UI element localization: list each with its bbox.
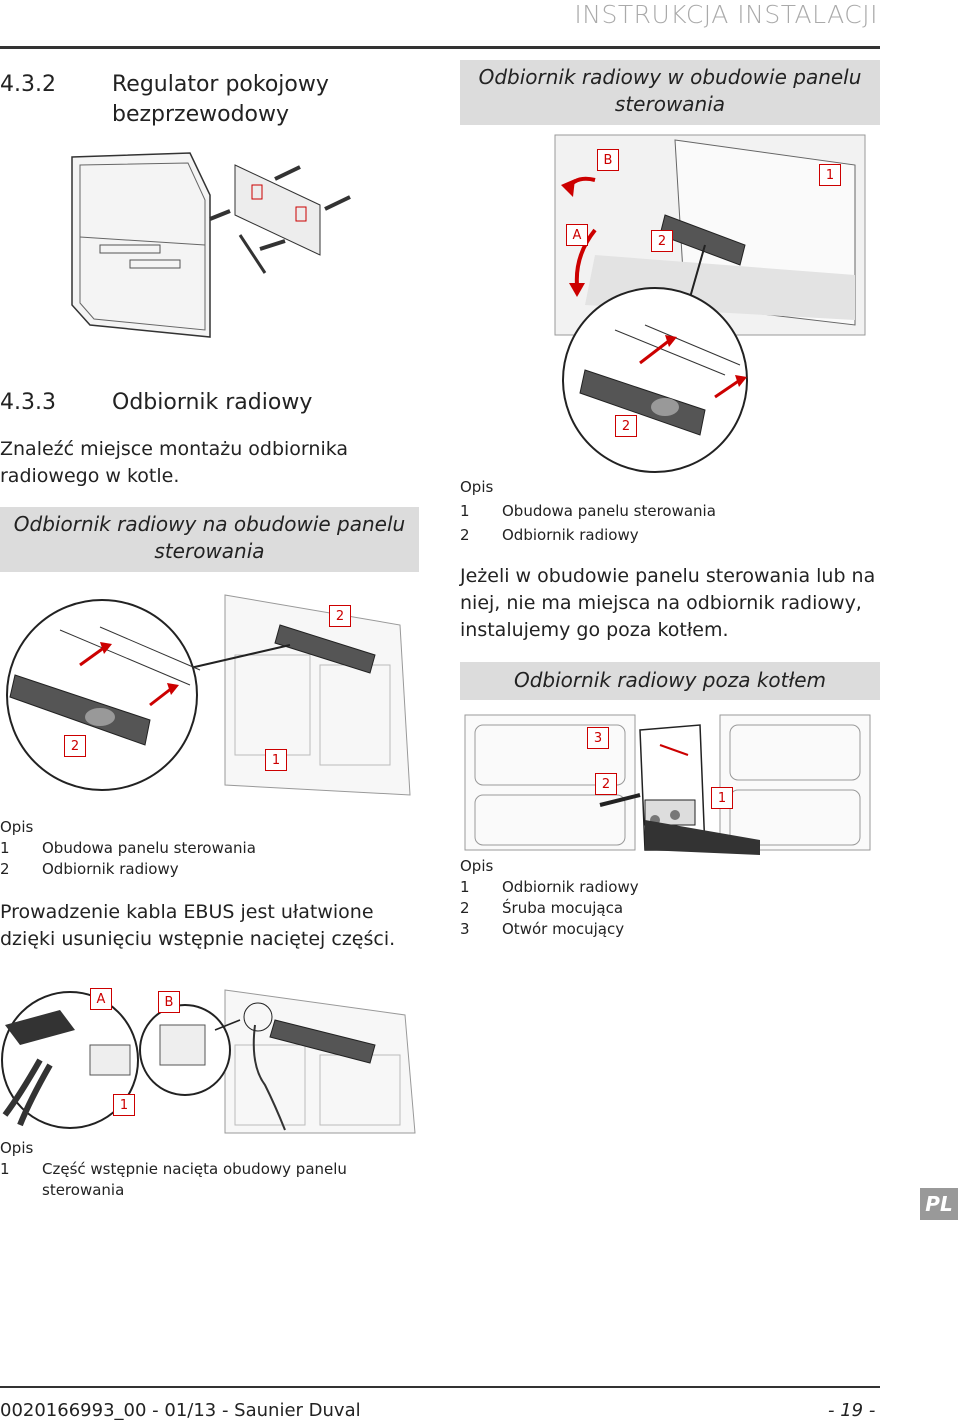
legend-fig1-item-number: 2	[460, 526, 470, 544]
ebus-text-line1: Prowadzenie kabla EBUS jest ułatwione	[0, 901, 374, 923]
note-outside-boiler: Jeżeli w obudowie panelu sterowania lub …	[460, 563, 900, 644]
ebus-text: Prowadzenie kabla EBUS jest ułatwione dz…	[0, 899, 440, 953]
legend-fig1-item-text: Obudowa panelu sterowania	[502, 502, 716, 520]
callout-fig2-1: 1	[265, 749, 287, 771]
thermostat-illustration	[71, 152, 351, 338]
legend-fig1-title: Opis	[460, 478, 494, 496]
legend-fig2-title: Opis	[0, 818, 34, 836]
legend-fig1-item: 2 Odbiornik radiowy	[460, 525, 900, 546]
legend-fig4-title: Opis	[0, 1139, 34, 1157]
note-line2: niej, nie ma miejsca na odbiornik radiow…	[460, 592, 862, 614]
legend-fig2: Opis 1 Obudowa panelu sterowania 2 Odbiorn…	[0, 817, 420, 880]
figure-ebus-cutout	[1, 989, 416, 1134]
header-rule	[0, 46, 880, 49]
note-line1: Jeżeli w obudowie panelu sterowania lub …	[460, 565, 876, 587]
legend-fig3-item: 1 Odbiornik radiowy	[460, 877, 900, 898]
legend-fig4-item: 1 Część wstępnie nacięta obudowy panelu …	[0, 1159, 420, 1201]
box-receiver-in-panel-line2: sterowania	[614, 92, 726, 116]
legend-fig4-item-line2: sterowania	[42, 1181, 125, 1199]
callout-fig2-2: 2	[329, 605, 351, 627]
intro-text-line2: radiowego w kotle.	[0, 465, 180, 487]
section-432-title-line2: bezprzewodowy	[112, 102, 290, 127]
figure-receiver-outside	[464, 714, 871, 855]
legend-fig3-item-number: 1	[460, 878, 470, 896]
callout-fig3-3: 3	[587, 727, 609, 749]
legend-fig2-item-number: 1	[0, 839, 10, 857]
box-receiver-in-panel: Odbiornik radiowy w obudowie panelu ster…	[460, 60, 880, 125]
section-433-title: Odbiornik radiowy	[112, 390, 313, 415]
language-badge: PL	[920, 1188, 958, 1220]
legend-fig4-item-line1: Część wstępnie nacięta obudowy panelu	[42, 1160, 347, 1178]
note-line3: instalujemy go poza kotłem.	[460, 619, 729, 641]
page-header-title: INSTRUKCJA INSTALACJI	[574, 0, 878, 29]
section-432-number: 4.3.2	[0, 72, 56, 97]
legend-fig3-item-text: Odbiornik radiowy	[502, 878, 639, 896]
legend-fig1-item: 1 Obudowa panelu sterowania	[460, 501, 900, 522]
legend-fig1-item-text: Odbiornik radiowy	[502, 526, 639, 544]
legend-fig4: Opis 1 Część wstępnie nacięta obudowy pa…	[0, 1138, 420, 1201]
figure-receiver-in-panel	[554, 134, 866, 473]
footer-page-number: - 19 -	[828, 1400, 876, 1421]
legend-fig2-item-text: Odbiornik radiowy	[42, 860, 179, 878]
legend-fig2-item: 1 Obudowa panelu sterowania	[0, 838, 420, 859]
callout-fig2-zoom-2: 2	[64, 735, 86, 757]
callout-fig1-2: 2	[651, 230, 673, 252]
legend-fig2-item: 2 Odbiornik radiowy	[0, 859, 420, 880]
legend-fig3-item-text: Śruba mocująca	[502, 899, 624, 917]
box-receiver-outside: Odbiornik radiowy poza kotłem	[460, 662, 880, 700]
legend-fig3-item: 3 Otwór mocujący	[460, 919, 900, 940]
legend-fig1: Opis 1 Obudowa panelu sterowania 2 Odbiorn…	[460, 477, 900, 546]
legend-fig2-item-text: Obudowa panelu sterowania	[42, 839, 256, 857]
section-433-number: 4.3.3	[0, 390, 56, 415]
callout-fig4-1: 1	[113, 1094, 135, 1116]
callout-fig3-2: 2	[595, 773, 617, 795]
callout-fig4-A: A	[90, 988, 112, 1010]
section-432-title-line1: Regulator pokojowy	[112, 72, 329, 97]
legend-fig1-item-number: 1	[460, 502, 470, 520]
legend-fig3-title: Opis	[460, 857, 494, 875]
figure-receiver-on-panel	[6, 594, 411, 796]
box-receiver-in-panel-line1: Odbiornik radiowy w obudowie panelu	[478, 65, 862, 89]
legend-fig4-item-number: 1	[0, 1160, 10, 1178]
callout-fig1-B: B	[597, 149, 619, 171]
box-receiver-on-panel: Odbiornik radiowy na obudowie panelu ste…	[0, 507, 419, 572]
box-receiver-on-panel-line1: Odbiornik radiowy na obudowie panelu	[13, 512, 406, 536]
intro-text-line1: Znaleźć miejsce montażu odbiornika	[0, 438, 349, 460]
callout-fig3-1: 1	[711, 787, 733, 809]
callout-fig1-zoom-2: 2	[615, 415, 637, 437]
legend-fig2-item-number: 2	[0, 860, 10, 878]
legend-fig3-item-text: Otwór mocujący	[502, 920, 625, 938]
legend-fig3-item-number: 3	[460, 920, 470, 938]
footer-document-code: 0020166993_00 - 01/13 - Saunier Duval	[0, 1400, 361, 1421]
callout-fig4-B: B	[158, 991, 180, 1013]
box-receiver-on-panel-line2: sterowania	[154, 539, 265, 563]
ebus-text-line2: dzięki usunięciu wstępnie naciętej częśc…	[0, 928, 396, 950]
callout-fig1-A: A	[566, 224, 588, 246]
legend-fig3-item: 2 Śruba mocująca	[460, 898, 900, 919]
legend-fig4-item-text: Część wstępnie nacięta obudowy panelu st…	[42, 1159, 347, 1201]
callout-fig1-1: 1	[819, 164, 841, 186]
intro-text: Znaleźć miejsce montażu odbiornika radio…	[0, 436, 440, 490]
legend-fig3-item-number: 2	[460, 899, 470, 917]
section-432-title: Regulator pokojowy bezprzewodowy	[112, 70, 329, 130]
footer-rule	[0, 1386, 880, 1388]
